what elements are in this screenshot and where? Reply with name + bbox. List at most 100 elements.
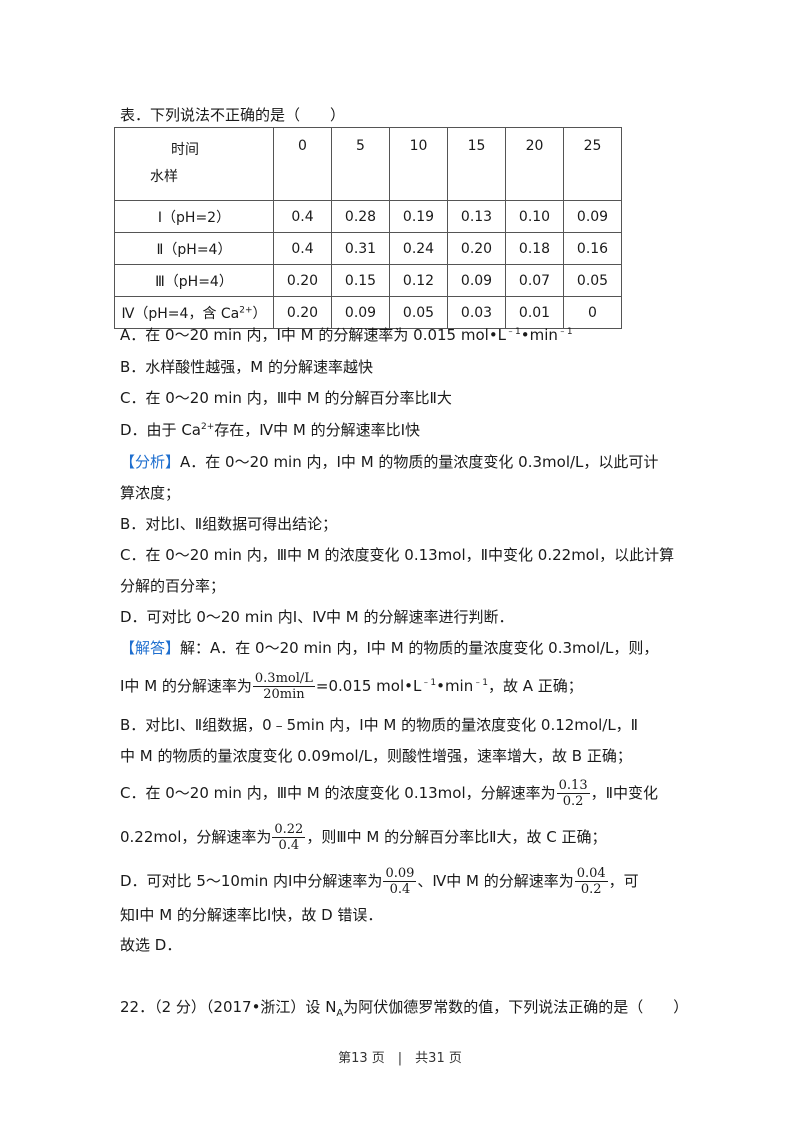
fraction-denominator: 0.2 — [562, 794, 584, 809]
analysis-line: C．在 0～20 min 内，Ⅲ中 M 的浓度变化 0.13mol，Ⅱ中变化 0… — [120, 546, 675, 564]
row-label-end: ） — [252, 305, 267, 322]
option-b: B．水样酸性越强，M 的分解速率越快 — [120, 358, 374, 376]
option-a-mid: •min — [520, 326, 558, 344]
option-d-text-end: 存在，Ⅳ中 M 的分解速率比Ⅰ快 — [214, 421, 421, 439]
analysis-line: 算浓度； — [120, 484, 181, 502]
answer-text: ，故 A 正确； — [487, 677, 583, 695]
answer-line: 故选 D． — [120, 936, 182, 954]
fraction-numerator: 0.13 — [556, 778, 590, 794]
answer-text: C．在 0～20 min 内，Ⅲ中 M 的浓度变化 0.13mol，分解速率为 — [120, 784, 556, 802]
table-cell: 0.4 — [273, 232, 332, 265]
answer-text: 、Ⅳ中 M 的分解速率为 — [417, 872, 574, 890]
table-cell: 0.05 — [389, 296, 448, 329]
analysis-line: 分解的百分率； — [120, 577, 226, 595]
table-cell: 0.20 — [273, 264, 332, 297]
header-time-label: 时间 — [171, 142, 199, 158]
answer-text: ，可 — [608, 872, 639, 890]
row-label: Ⅳ（pH=4，含 Ca2+） — [114, 296, 274, 329]
fraction-denominator: 0.2 — [580, 882, 602, 897]
table-row: Ⅲ（pH=4） 0.20 0.15 0.12 0.09 0.07 0.05 — [114, 264, 622, 297]
fraction-numerator: 0.22 — [272, 822, 306, 838]
table-time-0: 0 — [273, 127, 332, 201]
question-22: 22．（2 分）（2017•浙江）设 NA为阿伏伽德罗常数的值，下列说法正确的是… — [120, 996, 688, 1019]
header-sample-label: 水样 — [150, 169, 178, 185]
table-header-corner: 时间 水样 — [114, 127, 274, 201]
answer-line: 中 M 的物质的量浓度变化 0.09mol/L，则酸性增强，速率增大，故 B 正… — [120, 747, 632, 765]
data-table: 时间 水样 0 5 10 15 20 25 Ⅰ（pH=2） 0.4 0.28 0… — [114, 127, 622, 329]
table-cell: 0.09 — [331, 296, 390, 329]
table-cell: 0.07 — [505, 264, 564, 297]
question-22-sub: A — [336, 1008, 344, 1019]
table-time-20: 20 — [505, 127, 564, 201]
table-cell: 0.13 — [447, 200, 506, 233]
answer-text: 解：A．在 0～20 min 内，Ⅰ中 M 的物质的量浓度变化 0.3mol/L… — [180, 639, 659, 657]
option-d: D．由于 Ca2+存在，Ⅳ中 M 的分解速率比Ⅰ快 — [120, 419, 420, 441]
analysis-line: D．可对比 0～20 min 内Ⅰ、Ⅳ中 M 的分解速率进行判断． — [120, 608, 514, 626]
option-a-text: A．在 0～20 min 内，Ⅰ中 M 的分解速率为 0.015 mol•L — [120, 326, 507, 344]
option-c: C．在 0～20 min 内，Ⅲ中 M 的分解百分率比Ⅱ大 — [120, 389, 452, 407]
table-cell: 0.01 — [505, 296, 564, 329]
fraction-numerator: 0.09 — [383, 866, 417, 882]
table-cell: 0.28 — [331, 200, 390, 233]
table-time-10: 10 — [389, 127, 448, 201]
fraction-denominator: 0.4 — [278, 838, 300, 853]
question-intro: 表．下列说法不正确的是（ ） — [120, 106, 346, 124]
table-cell: 0.16 — [563, 232, 622, 265]
row-label-text: Ⅳ（pH=4，含 Ca — [121, 305, 240, 322]
answer-text: =0.015 mol•L — [315, 677, 422, 695]
page-footer: 第13 页 | 共31 页 — [338, 1051, 462, 1066]
option-a-sup: ﹣1 — [557, 327, 573, 337]
row-label: Ⅱ（pH=4） — [114, 232, 274, 265]
fraction-denominator: 0.4 — [389, 882, 411, 897]
analysis-text: A．在 0～20 min 内，Ⅰ中 M 的物质的量浓度变化 0.3mol/L，以… — [180, 453, 659, 471]
analysis-line: B．对比Ⅰ、Ⅱ组数据可得出结论； — [120, 515, 338, 533]
table-cell: 0.18 — [505, 232, 564, 265]
answer-sup: ﹣1 — [473, 678, 488, 688]
table-time-5: 5 — [331, 127, 390, 201]
option-a-sup: ﹣1 — [506, 327, 521, 337]
answer-text: Ⅰ中 M 的分解速率为 — [120, 677, 252, 695]
table-cell: 0.10 — [505, 200, 564, 233]
table-cell: 0.09 — [447, 264, 506, 297]
table-time-15: 15 — [447, 127, 506, 201]
table-cell: 0.20 — [273, 296, 332, 329]
table-row: Ⅰ（pH=2） 0.4 0.28 0.19 0.13 0.10 0.09 — [114, 200, 622, 233]
table-cell: 0.31 — [331, 232, 390, 265]
table-row: Ⅱ（pH=4） 0.4 0.31 0.24 0.20 0.18 0.16 — [114, 232, 622, 265]
answer-text: ，Ⅱ中变化 — [590, 784, 658, 802]
table-cell: 0.15 — [331, 264, 390, 297]
answer-text: D．可对比 5～10min 内Ⅰ中分解速率为 — [120, 872, 383, 890]
row-label: Ⅲ（pH=4） — [114, 264, 274, 297]
row-label-sup: 2+ — [239, 304, 253, 315]
answer-tag: 【解答】 — [120, 639, 181, 657]
table-cell: 0.09 — [563, 200, 622, 233]
table-cell: 0.03 — [447, 296, 506, 329]
option-d-sup: 2+ — [200, 422, 215, 432]
answer-line: B．对比Ⅰ、Ⅱ组数据，0﹣5min 内，Ⅰ中 M 的物质的量浓度变化 0.12m… — [120, 716, 639, 734]
answer-line: 知Ⅰ中 M 的分解速率比Ⅰ快，故 D 错误． — [120, 906, 383, 924]
table-cell: 0.19 — [389, 200, 448, 233]
table-row: Ⅳ（pH=4，含 Ca2+） 0.20 0.09 0.05 0.03 0.01 … — [114, 296, 622, 329]
answer-sup: ﹣1 — [421, 678, 437, 688]
option-d-text: D．由于 Ca — [120, 421, 201, 439]
table-cell: 0.20 — [447, 232, 506, 265]
row-label: Ⅰ（pH=2） — [114, 200, 274, 233]
table-cell: 0.4 — [273, 200, 332, 233]
table-cell: 0 — [563, 296, 622, 329]
question-22-text: 22．（2 分）（2017•浙江）设 N — [120, 998, 337, 1016]
fraction-numerator: 0.04 — [574, 866, 608, 882]
answer-text: •min — [436, 677, 474, 695]
fraction-numerator: 0.3mol/L — [252, 671, 315, 687]
analysis-line: 【分析】A．在 0～20 min 内，Ⅰ中 M 的物质的量浓度变化 0.3mol… — [120, 451, 658, 473]
answer-line: 【解答】解：A．在 0～20 min 内，Ⅰ中 M 的物质的量浓度变化 0.3m… — [120, 637, 658, 659]
